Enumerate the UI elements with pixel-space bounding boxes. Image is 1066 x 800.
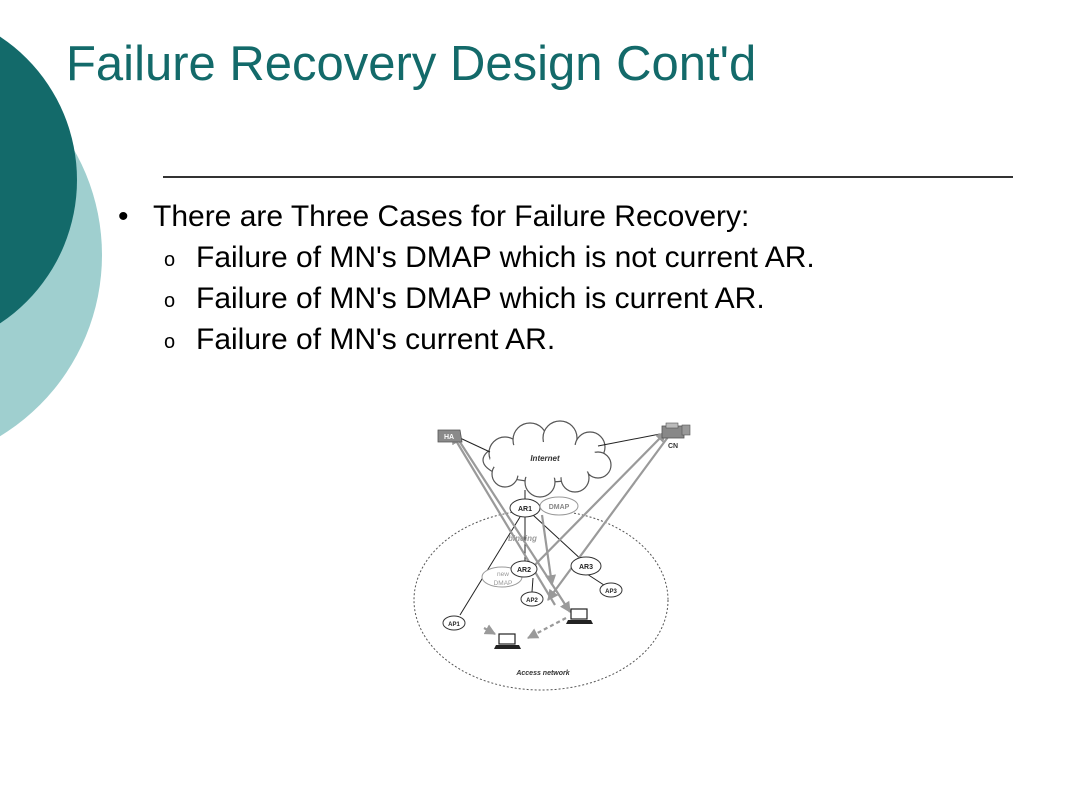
ar3-node <box>570 556 602 576</box>
ap2-node <box>520 591 544 607</box>
cn-label: CN <box>668 443 678 450</box>
bullet-marker: • <box>118 200 129 233</box>
network-links <box>459 433 661 616</box>
new-dmap-label-line2: DMAP <box>494 580 513 587</box>
correspondent-node <box>661 422 691 439</box>
new-dmap-label-line1: new <box>497 571 509 578</box>
title-divider <box>163 176 1013 178</box>
ap3-node <box>599 582 623 598</box>
ar2-node <box>510 560 538 578</box>
sub-bullet-marker: o <box>164 331 176 353</box>
ap1-node <box>442 615 466 631</box>
sub-bullet-item: o Failure of MN's current AR. <box>118 319 815 360</box>
access-network-boundary <box>413 509 669 691</box>
ar2-label: AR2 <box>517 567 531 574</box>
slide-title: Failure Recovery Design Cont'd <box>66 37 757 91</box>
ha-label: HA <box>444 434 454 441</box>
bullet-item: • There are Three Cases for Failure Reco… <box>118 196 815 237</box>
sub-bullet-list: o Failure of MN's DMAP which is not curr… <box>118 237 815 360</box>
internet-label: Internet <box>530 454 560 463</box>
network-diagram: Internet HA CN AR1 DMAP binding <box>413 420 691 691</box>
laptop-icon <box>494 633 521 649</box>
slide-content: • There are Three Cases for Failure Reco… <box>118 196 815 360</box>
sub-bullet-text: Failure of MN's current AR. <box>196 323 556 356</box>
access-network-label: Access network <box>515 670 570 677</box>
signaling-arrows <box>451 431 669 639</box>
internet-cloud <box>482 420 612 498</box>
ap2-label: AP2 <box>526 598 538 604</box>
dmap-label: DMAP <box>549 504 570 511</box>
ar3-label: AR3 <box>579 564 593 571</box>
dark-teal-circle <box>0 36 77 324</box>
sub-bullet-text: Failure of MN's DMAP which is not curren… <box>196 241 815 274</box>
sub-bullet-marker: o <box>164 249 176 271</box>
ap1-label: AP1 <box>448 622 460 628</box>
home-agent-node: HA <box>437 429 463 443</box>
laptop-icon <box>566 608 593 624</box>
sub-bullet-text: Failure of MN's DMAP which is current AR… <box>196 282 765 315</box>
dmap-node <box>539 496 579 516</box>
binding-label: binding <box>508 534 537 543</box>
sub-bullet-item: o Failure of MN's DMAP which is not curr… <box>118 237 815 278</box>
ap3-label: AP3 <box>605 589 617 595</box>
sub-bullet-item: o Failure of MN's DMAP which is current … <box>118 278 815 319</box>
bullet-text: There are Three Cases for Failure Recove… <box>153 200 750 233</box>
sub-bullet-marker: o <box>164 290 176 312</box>
ar1-label: AR1 <box>518 506 532 513</box>
